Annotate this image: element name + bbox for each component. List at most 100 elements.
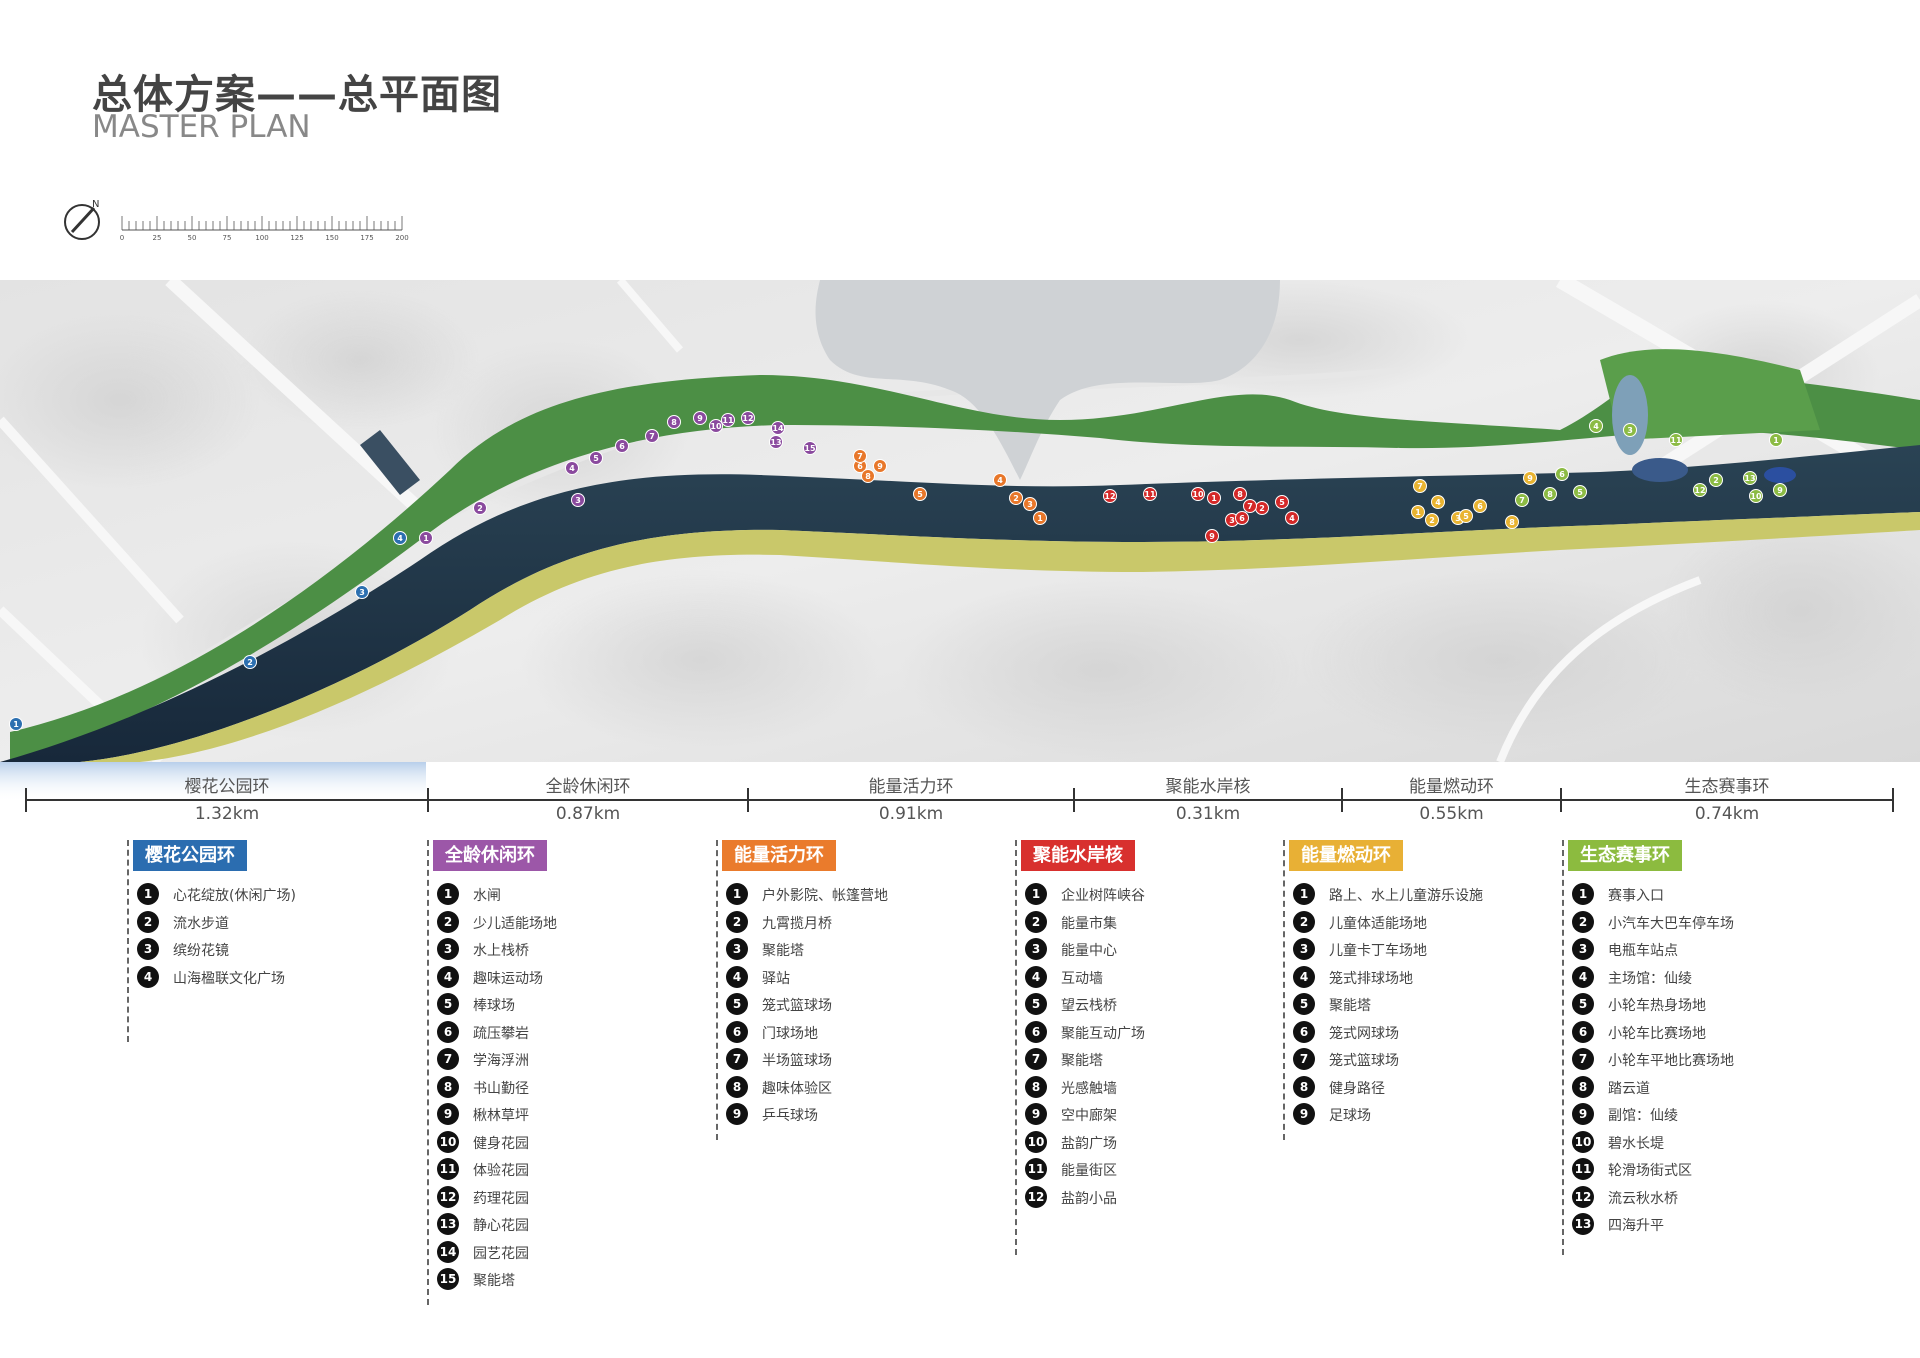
channel [360,430,420,495]
item-number-badge: 10 [1025,1130,1047,1153]
marker-number: 3 [575,496,581,505]
marker-number: 2 [1713,476,1719,485]
marker-dot [853,449,867,463]
map-marker: 1 [419,531,433,545]
marker-dot [1555,467,1569,481]
item-number-badge: 2 [1025,910,1047,933]
marker-dot [1515,493,1529,507]
south-bank [80,512,1920,762]
title-block: 总体方案——总平面图 MASTER PLAN [92,72,502,143]
item-label: 盐韵广场 [1061,1135,1117,1152]
item-number-badge: 9 [437,1103,459,1125]
map-marker: 2 [473,501,487,515]
marker-dot [1589,419,1603,433]
map-marker: 1 [1411,505,1425,519]
marker-number: 7 [649,432,655,441]
item-number-badge: 1 [1572,883,1594,905]
item-number-badge: 15 [437,1268,459,1290]
scale-ticks [121,216,403,230]
item-label: 四海升平 [1608,1218,1664,1234]
marker-number: 4 [1289,514,1295,523]
marker-dot [873,459,887,473]
map-marker: 7 [1243,499,1257,513]
item-label: 光感触墙 [1061,1080,1117,1097]
marker-number: 8 [1237,490,1243,499]
scale-label: 200 [395,234,408,242]
map-marker: 4 [993,473,1007,487]
segment-name: 全龄休闲环 [545,777,631,797]
item-label: 能量中心 [1061,943,1117,959]
item-number-badge: 4 [1293,965,1315,988]
map-marker: 10 [709,419,723,433]
map-marker: 6 [853,459,867,473]
item-number-badge: 6 [437,1020,459,1043]
map-marker: 4 [1589,419,1603,433]
map-marker: 13 [769,435,783,449]
item-number-badge: 4 [137,965,159,988]
marker-number: 13 [770,438,781,447]
map-marker: 1 [9,717,23,731]
map-marker: 8 [1505,515,1519,529]
marker-dot [419,531,433,545]
item-label: 盐韵小品 [1061,1190,1117,1207]
item-number-badge: 7 [726,1048,748,1070]
marker-dot [393,531,407,545]
timeline-axis [0,762,1894,812]
segment-name: 聚能水岸核 [1165,777,1251,797]
marker-dot [1773,483,1787,497]
item-label: 少儿适能场地 [473,915,557,932]
item-number-badge: 7 [1572,1048,1594,1070]
item-label: 轮滑场街式区 [1608,1163,1692,1179]
marker-number: 6 [1239,514,1245,523]
marker-number: 6 [857,462,863,471]
item-label: 空中廊架 [1061,1108,1117,1124]
marker-number: 1 [1037,514,1043,523]
item-number-badge: 3 [1572,938,1594,960]
item-label: 笼式网球场 [1329,1025,1399,1042]
item-label: 互动墙 [1061,970,1103,987]
marker-dot [1235,511,1249,525]
timeline-ticks [25,788,1894,812]
marker-number: 10 [710,422,722,431]
marker-number: 5 [1577,488,1583,497]
marker-number: 5 [917,490,923,499]
scale-label: 125 [290,234,303,242]
scale-label: 25 [153,234,162,242]
item-number-badge: 1 [726,883,748,905]
marker-number: 8 [1547,490,1553,499]
item-number-badge: 1 [137,883,159,905]
marker-number: 3 [1627,426,1633,435]
marker-number: 15 [804,444,816,453]
marker-number: 11 [722,416,734,425]
item-label: 足球场 [1329,1108,1371,1124]
marker-dot [243,655,257,669]
legend-divider [127,840,129,1042]
item-number-badge: 13 [437,1213,459,1235]
map-marker: 5 [1275,495,1289,509]
marker-number: 14 [772,424,784,433]
marker-number: 1 [1415,508,1421,517]
marker-dot [1205,529,1219,543]
marker-number: 12 [1694,486,1705,495]
map-marker: 3 [355,585,369,599]
item-label: 聚能塔 [1061,1053,1103,1069]
item-number-badge: 5 [1025,993,1047,1015]
marker-dot [1669,433,1683,447]
map-marker: 10 [1191,487,1205,501]
item-number-badge: 10 [437,1130,459,1153]
scale-label: 50 [188,234,197,242]
map-marker: 4 [1431,495,1445,509]
marker-number: 5 [1279,498,1285,507]
marker-number: 5 [593,454,599,463]
item-label: 主场馆：仙绫 [1608,970,1692,987]
marker-number: 4 [1593,422,1599,431]
map-marker: 7 [1515,493,1529,507]
map-marker: 3 [1623,423,1637,437]
marker-number: 7 [1417,482,1423,491]
map-marker: 6 [1473,499,1487,513]
lake [815,280,1280,480]
marker-number: 3 [1455,514,1461,523]
item-number-badge: 8 [1293,1075,1315,1098]
segment-name: 能量活力环 [868,777,954,797]
